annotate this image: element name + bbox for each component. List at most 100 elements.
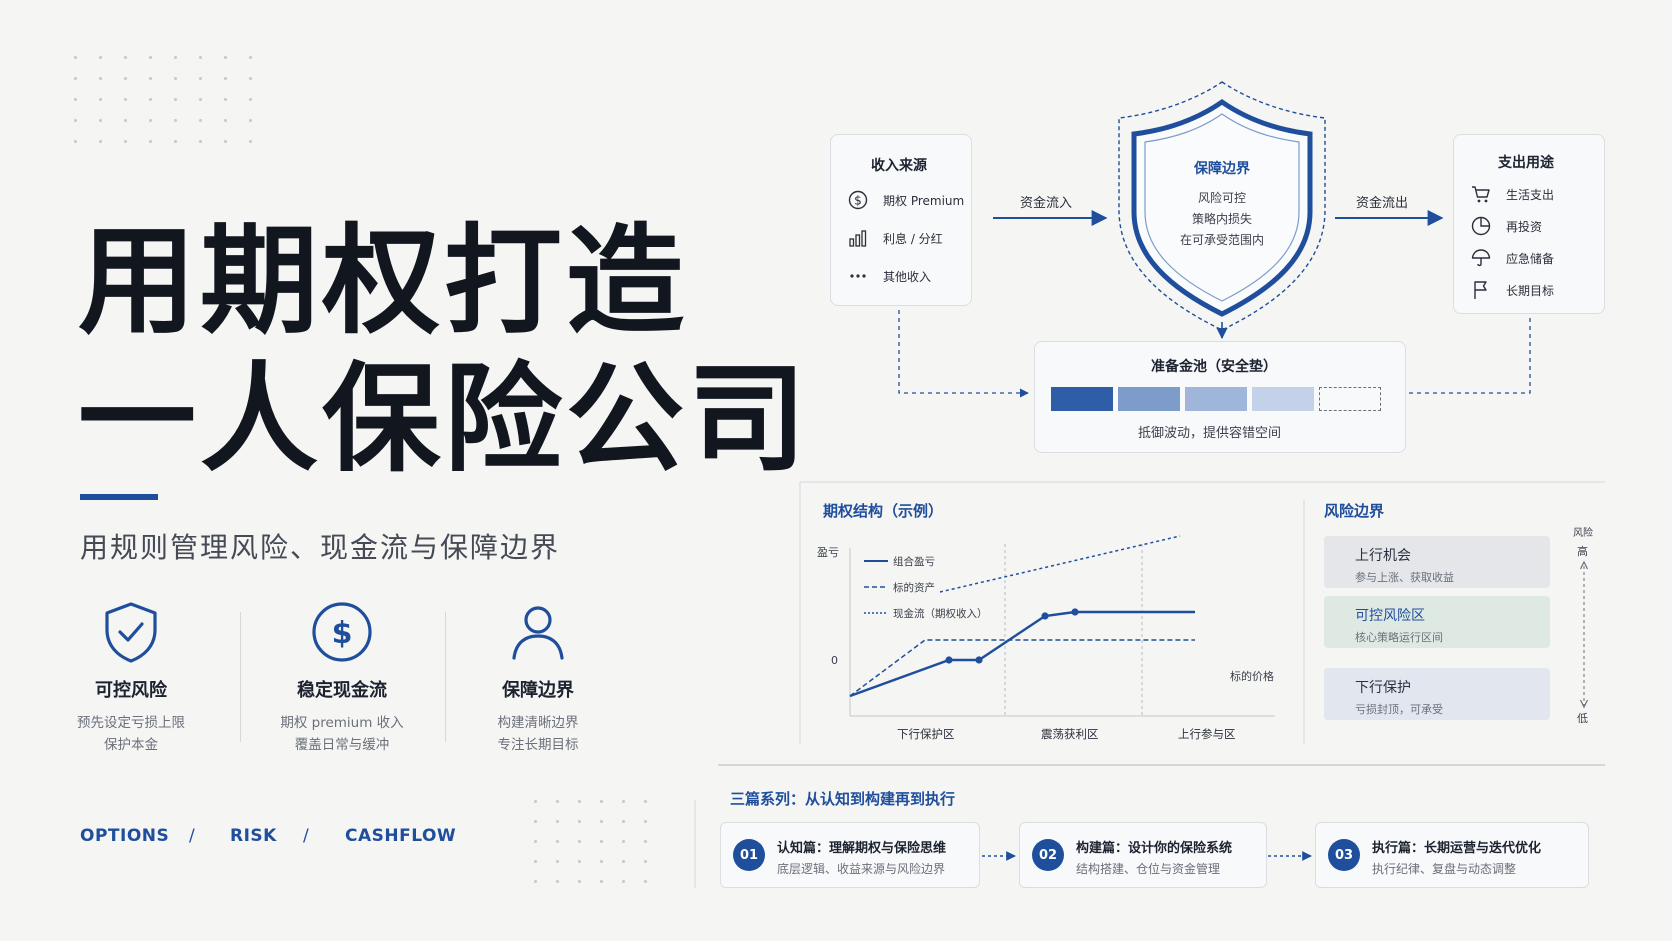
feature-title: 稳定现金流 [297,680,387,701]
decorative-dot [74,56,77,59]
decorative-dot [224,119,227,122]
risk-box-controlled: 可控风险区 核心策略运行区间 [1324,596,1550,648]
risk-box-sub: 参与上涨、获取收益 [1355,571,1454,584]
svg-text:$: $ [854,194,862,208]
decorative-dot [622,840,625,843]
divider [240,612,241,742]
decorative-dot [556,860,559,863]
zone-label: 上行参与区 [1178,727,1236,741]
decorative-dot [556,800,559,803]
decorative-dot [556,840,559,843]
series-card-sub: 底层逻辑、收益来源与风险边界 [777,862,946,876]
y-axis-label: 盈亏 [817,546,839,559]
reserve-caption: 抵御波动，提供容错空间 [1138,426,1282,441]
y-zero-label: 0 [831,654,838,667]
series-line [849,610,1195,698]
decorative-dot [199,140,202,143]
risk-box-downside: 下行保护 亏损封顶，可承受 [1324,668,1550,720]
x-axis-label: 标的价格 [1230,669,1274,683]
decorative-dot [534,880,537,883]
decorative-dot [556,880,559,883]
decorative-dot [534,840,537,843]
person-icon [506,600,570,664]
series-number: 01 [733,839,765,871]
decorative-dot [578,840,581,843]
series-card-sub: 执行纪律、复盘与动态调整 [1372,862,1517,876]
tag-separator: / [189,826,195,846]
decorative-dot [249,77,252,80]
risk-high-label: 高 [1577,545,1588,558]
risk-box-sub: 核心策略运行区间 [1355,631,1443,644]
decorative-dot [174,56,177,59]
income-item: 其他收入 [847,265,931,287]
decorative-dot [174,140,177,143]
series-card-title: 执行篇：长期运营与迭代优化 [1372,841,1542,856]
income-to-reserve-arrow [898,310,1029,398]
decorative-dot [600,800,603,803]
decorative-dot [199,56,202,59]
income-card: 收入来源 $ 期权 Premium 利息 / 分红 其他收入 [830,134,972,306]
hero-title-line2: 一人保险公司 [78,350,811,488]
series-card-02[interactable]: 02 构建篇：设计你的保险系统 结构搭建、仓位与资金管理 [1019,822,1267,888]
legend-label: 现金流（期权收入） [893,607,988,620]
decorative-dot [99,119,102,122]
decorative-dot [74,98,77,101]
income-item-label: 其他收入 [883,269,932,284]
shield-inner-line [1144,113,1300,302]
shield-check-icon [99,600,163,664]
dollar-circle-icon: $ [847,189,869,211]
income-title: 收入来源 [871,158,927,174]
decorative-dot [124,77,127,80]
feature-title: 可控风险 [95,680,167,701]
decorative-dot [224,77,227,80]
decorative-dot [149,77,152,80]
expense-item: 再投资 [1470,215,1542,237]
feature-line: 预先设定亏损上限 [77,715,185,731]
tag-options: OPTIONS [80,826,170,846]
risk-box-upside: 上行机会 参与上涨、获取收益 [1324,536,1550,588]
decorative-dot [622,820,625,823]
decorative-dot [199,77,202,80]
feature-controlled-risk: 可控风险 预先设定亏损上限 保护本金 [36,600,226,756]
decorative-dot [99,56,102,59]
expense-title: 支出用途 [1498,155,1554,171]
reserve-segment-filled [1185,387,1247,411]
decorative-dot [556,820,559,823]
decorative-dot [99,140,102,143]
decorative-dot [99,77,102,80]
reserve-segment-filled [1051,387,1113,411]
tag-cashflow: CASHFLOW [345,826,457,846]
reserve-segment-filled [1252,387,1314,411]
accent-bar [80,494,158,500]
payoff-section-title: 期权结构（示例） [823,502,944,520]
legend-label: 标的资产 [893,581,935,594]
feature-line: 覆盖日常与缓冲 [294,737,390,753]
feature-protection-boundary: 保障边界 构建清晰边界 专注长期目标 [443,600,633,756]
divider [445,612,446,742]
decorative-dot [534,800,537,803]
expense-item: 生活支出 [1470,183,1554,205]
series-card-03[interactable]: 03 执行篇：长期运营与迭代优化 执行纪律、复盘与动态调整 [1315,822,1589,888]
decorative-dot [124,56,127,59]
series-line [849,639,1195,697]
legend-label: 组合盈亏 [893,555,935,568]
income-item-label: 利息 / 分红 [883,231,943,246]
decorative-dot [600,840,603,843]
decorative-dot [644,880,647,883]
risk-box-sub: 亏损封顶，可承受 [1355,703,1443,716]
decorative-dot [74,119,77,122]
tag-risk: RISK [230,826,277,846]
decorative-dot [249,140,252,143]
risk-section-title: 风险边界 [1324,502,1385,520]
shield-line: 风险可控 [1197,191,1246,205]
risk-axis-label: 风险 [1573,528,1593,539]
flag-icon [1470,279,1492,301]
series-card-01[interactable]: 01 认知篇：理解期权与保险思维 底层逻辑、收益来源与风险边界 [720,822,980,888]
feature-stable-cashflow: $ 稳定现金流 期权 premium 收入 覆盖日常与缓冲 [247,600,437,756]
expense-item-label: 应急储备 [1506,251,1555,266]
outflow-label: 资金流出 [1356,196,1409,211]
dots-icon [847,265,869,287]
zone-label: 震荡获利区 [1041,727,1099,741]
income-item: $ 期权 Premium [847,189,964,211]
